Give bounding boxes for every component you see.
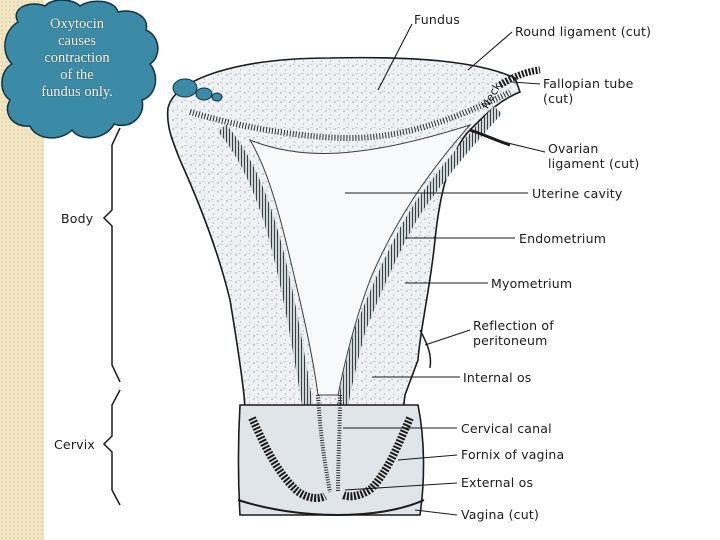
fundus-band (189, 89, 512, 142)
label-cervix: Cervix (54, 437, 96, 452)
cervix-bracket (102, 389, 121, 506)
label-myometrium: Myometrium (491, 276, 573, 291)
peritoneum-fold (419, 329, 432, 369)
label-internal-os: Internal os (463, 370, 532, 385)
body-bracket (102, 127, 121, 383)
label-fundus: Fundus (414, 12, 460, 27)
label-vagina: Vagina (cut) (461, 507, 540, 522)
callout-text: Oxytocin causes contraction of the fundu… (41, 16, 113, 100)
fornix-left (248, 416, 327, 502)
fallopian-tube (498, 66, 541, 89)
label-cervical-canal: Cervical canal (461, 421, 552, 436)
leader-lines (343, 23, 546, 516)
label-body: Body (61, 211, 94, 226)
vagina-base (237, 499, 425, 516)
callout-cloud-shape (1, 0, 223, 139)
cervix-outline (237, 404, 425, 516)
label-reflection-peritoneum: Reflection of peritoneum (473, 318, 554, 348)
ovarian-ligament (469, 128, 511, 147)
label-fallopian-tube: Fallopian tube (cut) (543, 76, 634, 106)
label-round-ligament: Round ligament (cut) (515, 24, 652, 39)
callout-bubble: Oxytocin causes contraction of the fundu… (0, 0, 223, 150)
label-uterine-cavity: Uterine cavity (532, 186, 623, 201)
label-fornix-vagina: Fornix of vagina (461, 447, 565, 462)
label-ovarian-ligament: Ovarian ligament (cut) (548, 141, 640, 171)
label-external-os: External os (461, 475, 534, 490)
fornix-right (341, 416, 414, 501)
endometrium-lining (217, 106, 503, 421)
cervical-canal (316, 394, 342, 493)
label-endometrium: Endometrium (519, 231, 607, 246)
